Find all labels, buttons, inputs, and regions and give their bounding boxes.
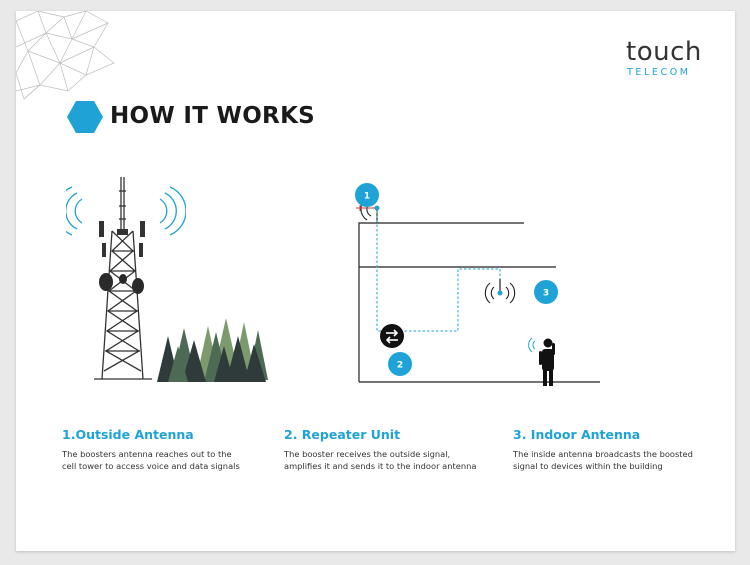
step-badge-1: 1 xyxy=(355,183,379,207)
forest-illustration xyxy=(157,318,268,382)
person-with-phone-icon xyxy=(539,338,555,386)
logo-subtitle: TELECOM xyxy=(627,67,691,78)
page-title: HOW IT WORKS xyxy=(110,103,316,129)
signal-waves-icon xyxy=(66,186,186,236)
repeater-unit-icon xyxy=(380,324,404,348)
hexagon-icon xyxy=(67,101,103,133)
step-badge-2: 2 xyxy=(388,352,412,376)
step-1-heading: 1.Outside Antenna xyxy=(62,427,194,442)
polygon-mesh-decoration xyxy=(16,11,115,100)
step-1-description: The boosters antenna reaches out to the … xyxy=(62,449,240,471)
cell-tower-illustration xyxy=(66,177,186,380)
step-badge-3: 3 xyxy=(534,280,558,304)
step-2-heading: 2. Repeater Unit xyxy=(284,427,401,442)
svg-text:2: 2 xyxy=(397,361,403,371)
svg-text:1: 1 xyxy=(364,192,370,202)
svg-text:3: 3 xyxy=(543,289,549,299)
step-2-description: The booster receives the outside signal,… xyxy=(284,449,477,471)
logo-wordmark: touch xyxy=(626,37,702,67)
building-diagram: 1 2 3 xyxy=(355,183,600,386)
step-3-description: The inside antenna broadcasts the booste… xyxy=(513,449,693,471)
step-3-heading: 3. Indoor Antenna xyxy=(513,427,641,442)
page: touch TELECOM HOW IT WORKS xyxy=(16,11,735,551)
indoor-antenna-icon xyxy=(484,279,516,304)
